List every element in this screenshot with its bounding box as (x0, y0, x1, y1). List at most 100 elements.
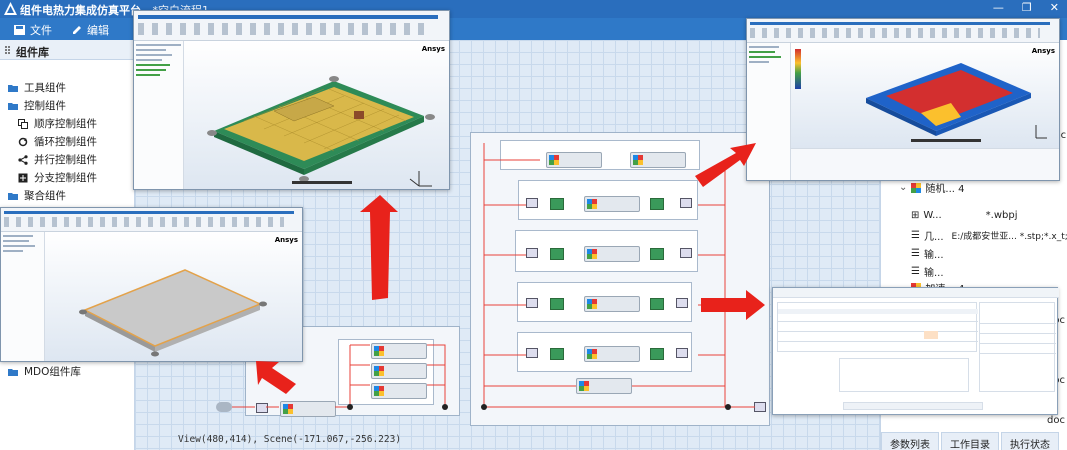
ansys-brand: Ansys (421, 45, 445, 53)
plate-model-image (79, 269, 267, 357)
ansys-outline-tree[interactable] (1, 232, 45, 361)
ansys-ribbon (747, 19, 1059, 43)
app-logo-icon (4, 2, 17, 15)
terminal[interactable] (680, 248, 692, 258)
start-terminal[interactable] (256, 403, 268, 413)
terminal[interactable] (526, 198, 538, 208)
menu-edit[interactable]: 编辑 (72, 22, 109, 38)
green-node[interactable] (650, 248, 664, 260)
partial-text: doc (1047, 415, 1065, 426)
results-table (777, 302, 978, 352)
results-dialog[interactable] (772, 287, 1059, 415)
terminal[interactable] (526, 248, 538, 258)
start-node[interactable] (216, 402, 232, 412)
ansys-window-top-left[interactable]: Ansys (133, 10, 450, 190)
dialog-input[interactable] (843, 402, 983, 410)
canvas-coordinates: View(480,414), Scene(-171.067,-256.223) (178, 434, 402, 445)
arrow-up-icon (360, 195, 398, 300)
edit-icon (73, 26, 81, 34)
maximize-button[interactable]: ❐ (1021, 1, 1032, 14)
tree-item-parallel[interactable]: 并行控制组件 (18, 152, 97, 167)
branch-icon (18, 173, 28, 182)
terminal[interactable] (526, 348, 538, 358)
ansys-3d-viewport[interactable]: Ansys (791, 43, 1059, 148)
folder-icon (8, 368, 18, 376)
tab-work-dir[interactable]: 工作目录 (941, 432, 999, 450)
heatmap-model-image (795, 49, 1047, 142)
menu-file[interactable]: 文件 (14, 22, 52, 38)
workflow-node[interactable] (630, 152, 686, 168)
workflow-node[interactable] (576, 378, 632, 394)
results-side-table (979, 302, 1056, 392)
tree-row[interactable]: ☰ 几... E:/成都安世亚... *.stp;*.x_t;*.scdoc (911, 230, 1067, 243)
ansys-window-mid-left[interactable]: Ansys (0, 207, 303, 362)
arrow-to-top-right-icon (695, 143, 756, 187)
green-node[interactable] (650, 198, 664, 210)
workflow-node[interactable] (584, 296, 640, 312)
terminal[interactable] (676, 348, 688, 358)
workflow-node[interactable] (371, 363, 427, 379)
ansys-window-top-right[interactable]: Ansys (746, 18, 1060, 181)
tree-row[interactable]: ⊞ W... *.wbpj (911, 210, 1018, 221)
panel-header: 组件库 (0, 40, 135, 60)
panel-tabs: 参数列表 工作目录 执行状态 (881, 432, 1059, 450)
parallel-icon (18, 154, 28, 165)
green-node[interactable] (550, 248, 564, 260)
tree-row[interactable]: ☰ 输... (911, 248, 944, 261)
ansys-outline-tree[interactable] (134, 41, 184, 189)
workflow-node[interactable] (584, 196, 640, 212)
minimize-button[interactable]: — (992, 1, 1004, 14)
tree-item-aggregate[interactable]: 聚合组件 (8, 188, 66, 203)
panel-title: 组件库 (16, 46, 49, 59)
window-controls: — ❐ ✕ (993, 1, 1059, 14)
folder-icon (8, 192, 18, 200)
sequence-icon (18, 118, 28, 129)
tree-item-mdo[interactable]: MDO组件库 (8, 364, 81, 379)
tree-row[interactable]: ⌄ 随机... 4 (899, 182, 965, 195)
tree-item-tools[interactable]: 工具组件 (8, 80, 66, 95)
ansys-3d-viewport[interactable]: Ansys (45, 232, 302, 361)
tab-exec-status[interactable]: 执行状态 (1001, 432, 1059, 450)
tree-item-control[interactable]: 控制组件 (8, 98, 66, 113)
green-node[interactable] (650, 348, 664, 360)
list-icon: ☰ (911, 230, 920, 241)
workflow-node[interactable] (280, 401, 336, 417)
green-node[interactable] (550, 298, 564, 310)
workflow-node[interactable] (371, 383, 427, 399)
drag-handle-icon[interactable] (5, 46, 11, 54)
arrow-right-icon (701, 290, 765, 320)
close-button[interactable]: ✕ (1049, 1, 1059, 14)
list-icon: ☰ (911, 266, 920, 277)
arrow-to-left-window-icon (256, 361, 296, 394)
workflow-node[interactable] (371, 343, 427, 359)
workflow-node[interactable] (584, 346, 640, 362)
green-node[interactable] (550, 198, 564, 210)
ansys-ribbon (134, 11, 449, 41)
pcb-model-image (207, 76, 435, 187)
results-summary-table (839, 358, 969, 392)
terminal[interactable] (676, 298, 688, 308)
terminal[interactable] (680, 198, 692, 208)
save-icon (14, 25, 25, 35)
folder-icon (8, 102, 18, 110)
tree-item-loop[interactable]: 循环控制组件 (18, 134, 97, 149)
ansys-3d-viewport[interactable]: Ansys (184, 41, 449, 189)
tree-row[interactable]: ☰ 输... (911, 266, 944, 279)
ansys-outline-tree[interactable] (747, 43, 791, 180)
list-icon: ☰ (911, 248, 920, 259)
tab-parameters[interactable]: 参数列表 (881, 432, 939, 450)
ansys-brand: Ansys (274, 236, 298, 244)
component-icon (911, 182, 922, 193)
green-node[interactable] (650, 298, 664, 310)
terminal[interactable] (526, 298, 538, 308)
workflow-node[interactable] (584, 246, 640, 262)
workflow-node[interactable] (546, 152, 602, 168)
tree-item-branch[interactable]: 分支控制组件 (18, 170, 97, 185)
loop-icon (18, 137, 28, 146)
green-node[interactable] (550, 348, 564, 360)
tree-item-sequence[interactable]: 顺序控制组件 (18, 116, 97, 131)
ansys-details-pane (791, 148, 1059, 180)
